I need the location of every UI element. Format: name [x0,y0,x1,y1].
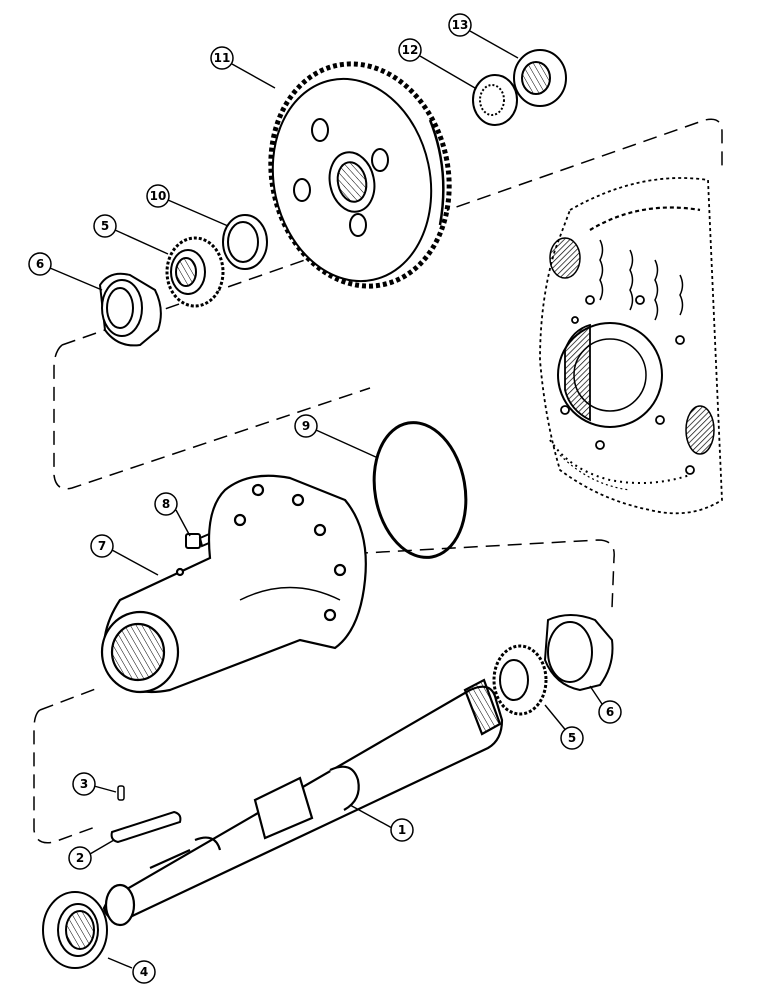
carrier-housing-part-7 [100,474,367,694]
callout-1: 1 [390,818,414,842]
upper-dashed-outline [53,118,723,490]
bearing-cup-part-6-upper [98,272,162,347]
oil-seal-part-4 [42,891,108,969]
key-part-2 [110,810,182,844]
callout-2-label: 2 [76,851,84,865]
nut-part-13 [513,49,567,107]
callout-3-label: 3 [80,777,88,791]
callout-13-label: 13 [452,18,469,32]
large-gear-part-11 [268,61,452,289]
lower-dashed-outline [33,539,615,844]
bearing-cone-part-5-upper [165,236,225,308]
callout-6-lower-label: 6 [606,705,614,719]
pin-part-3 [117,785,125,801]
callout-5-lower: 5 [560,726,584,750]
callout-13: 13 [448,13,472,37]
callout-1-label: 1 [398,823,406,837]
bearing-cup-part-6-lower [543,614,614,692]
callout-5-upper-label: 5 [101,219,109,233]
leader-lines [49,30,607,969]
callout-6-lower: 6 [598,700,622,724]
callout-12: 12 [398,38,422,62]
callout-9-label: 9 [302,419,310,433]
callout-4: 4 [132,960,156,984]
callout-9: 9 [294,414,318,438]
callout-3: 3 [72,772,96,796]
callout-5-lower-label: 5 [568,731,576,745]
callout-7-label: 7 [98,539,106,553]
callout-8: 8 [154,492,178,516]
spacer-washer-part-10 [222,214,268,270]
callout-2: 2 [68,846,92,870]
shaft-part-1 [102,678,504,927]
callout-6-upper: 6 [28,252,52,276]
transmission-case-fragment [539,177,723,515]
bearing-cone-part-5-lower [492,644,548,716]
callout-5-upper: 5 [93,214,117,238]
callout-6-upper-label: 6 [36,257,44,271]
o-ring-part-9 [372,421,468,559]
callout-11: 11 [210,46,234,70]
callout-10-label: 10 [150,189,167,203]
callout-4-label: 4 [140,965,148,979]
callout-11-label: 11 [214,51,231,65]
callout-12-label: 12 [402,43,419,57]
callout-10: 10 [146,184,170,208]
callout-8-label: 8 [162,497,170,511]
callout-7: 7 [90,534,114,558]
lock-washer-part-12 [472,74,518,126]
